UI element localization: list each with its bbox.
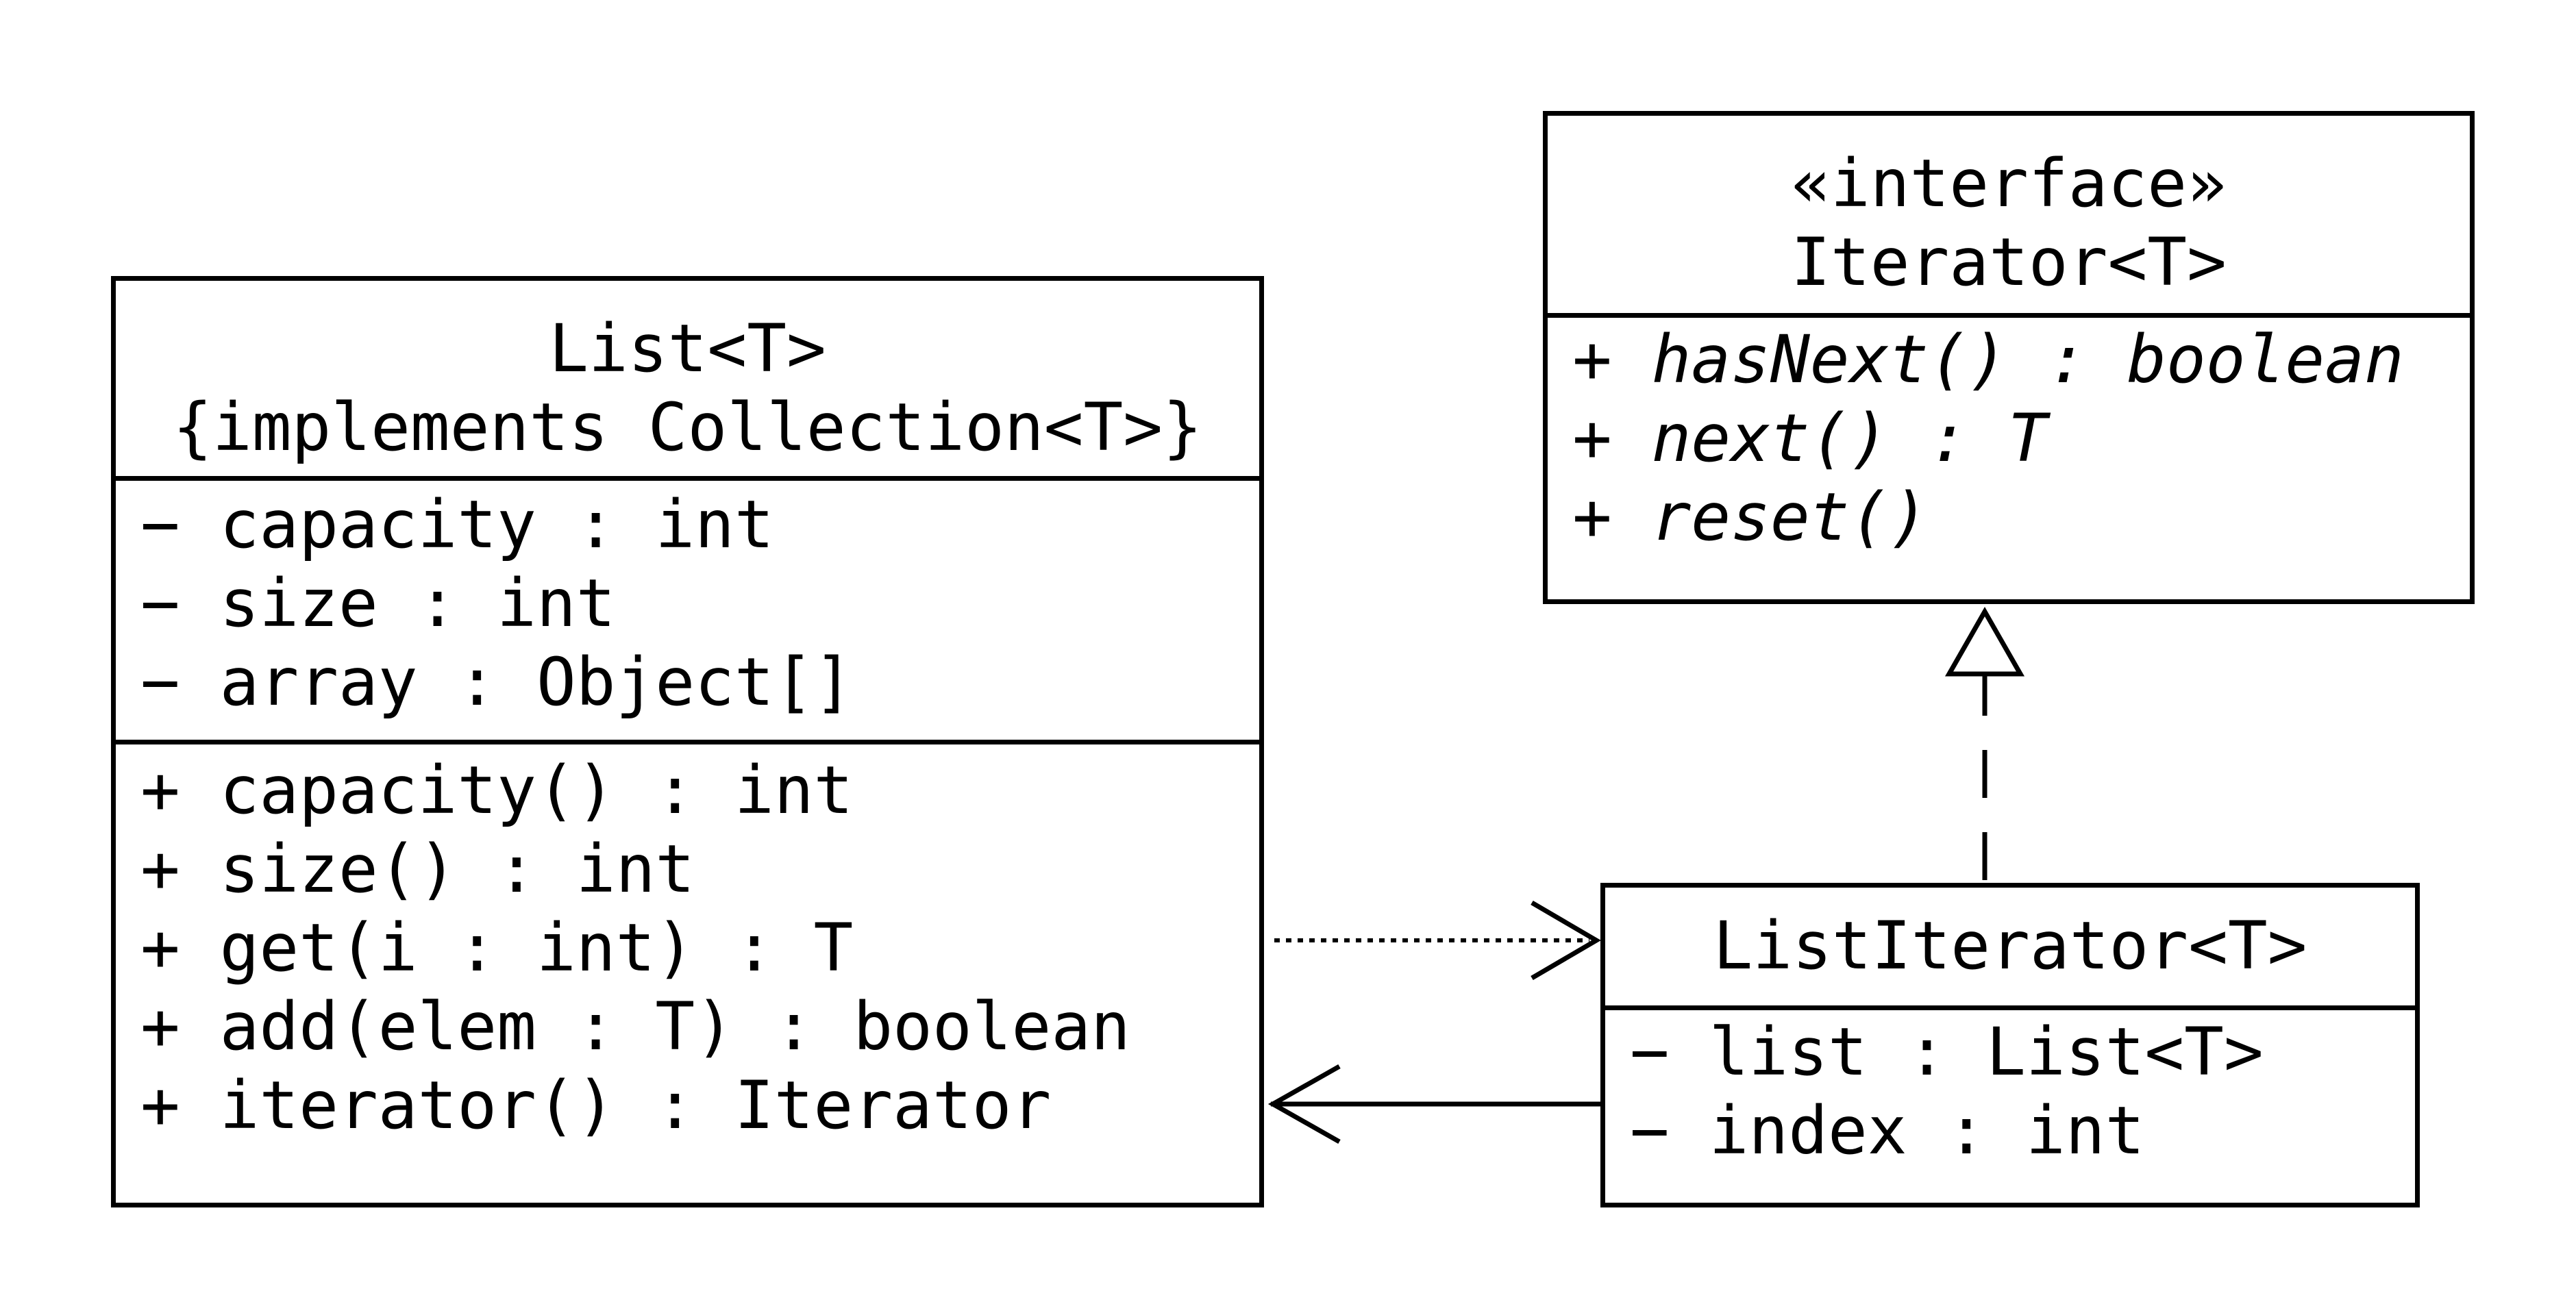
operation-size: + size() : int	[140, 831, 695, 907]
interface-iterator: «interface» Iterator<T> + hasNext() : bo…	[1543, 111, 2475, 604]
attribute-list: − list : List<T>	[1630, 1014, 2264, 1090]
realization-arrowhead	[1944, 606, 2025, 677]
operation-capacity: + capacity() : int	[140, 752, 854, 829]
class-list-operations: + capacity() : int + size() : int + get(…	[116, 740, 1259, 1145]
dependency-connector	[1274, 900, 1601, 981]
operation-iterator: + iterator() : Iterator	[140, 1067, 1052, 1144]
interface-stereotype: «interface»	[1791, 145, 2227, 222]
operation-has-next: + hasNext() : boolean	[1572, 321, 2404, 398]
operation-reset: + reset()	[1572, 479, 1929, 555]
attribute-size: − size : int	[140, 565, 616, 642]
operation-add: + add(elem : T) : boolean	[140, 988, 1130, 1065]
interface-iterator-header: «interface» Iterator<T>	[1548, 116, 2470, 313]
attribute-capacity: − capacity : int	[140, 486, 774, 563]
class-list: List<T> {implements Collection<T>} − cap…	[111, 276, 1264, 1207]
association-arrowhead	[1267, 1064, 1341, 1144]
class-list-iterator-attributes: − list : List<T> − index : int	[1605, 1005, 2415, 1170]
dependency-arrowhead	[1531, 900, 1601, 981]
operation-next: + next() : T	[1572, 400, 2048, 477]
class-list-iterator-name: ListIterator<T>	[1713, 907, 2307, 984]
class-list-name: List<T>	[549, 310, 826, 387]
class-list-iterator: ListIterator<T> − list : List<T> − index…	[1600, 883, 2420, 1207]
association-connector	[1267, 1064, 1600, 1144]
class-list-attributes: − capacity : int − size : int − array : …	[116, 476, 1259, 740]
operation-get: + get(i : int) : T	[140, 910, 854, 986]
interface-iterator-operations: + hasNext() : boolean + next() : T + res…	[1548, 313, 2470, 557]
attribute-index: − index : int	[1630, 1092, 2145, 1169]
interface-iterator-name: Iterator<T>	[1791, 224, 2227, 301]
class-list-header: List<T> {implements Collection<T>}	[116, 281, 1259, 476]
class-list-interfaces: {implements Collection<T>}	[173, 389, 1202, 466]
realization-connector	[1944, 606, 2025, 880]
attribute-array: − array : Object[]	[140, 644, 854, 721]
class-list-iterator-header: ListIterator<T>	[1605, 888, 2415, 1005]
